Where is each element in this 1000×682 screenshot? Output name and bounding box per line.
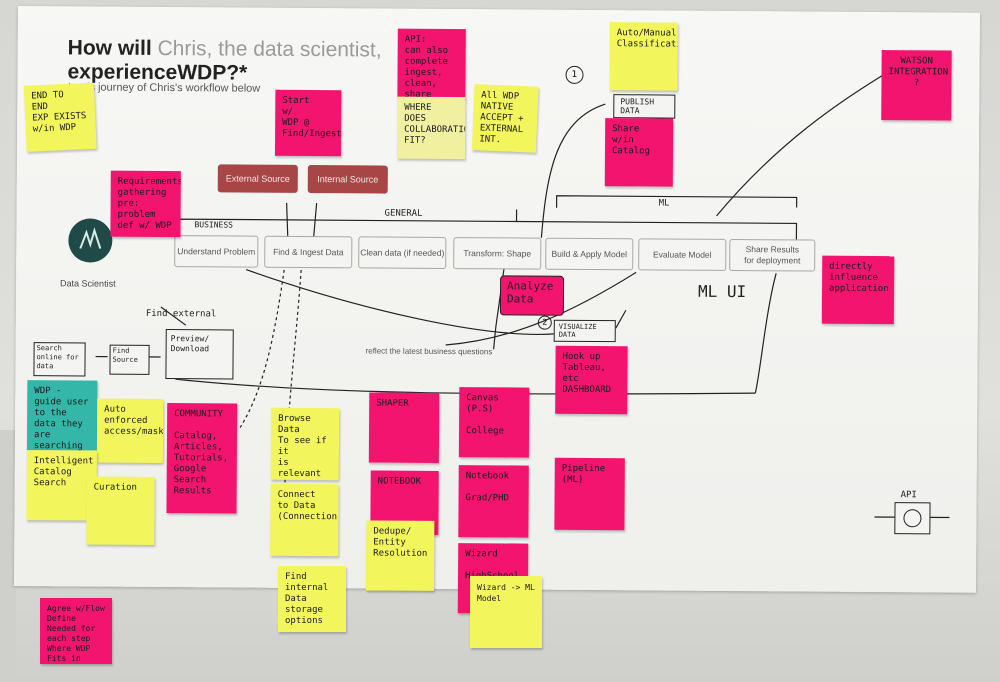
note-requirements: Requirements gathering pre: problem def …	[110, 170, 181, 238]
annotation-api: API	[900, 490, 917, 501]
circle-marker-two: 2	[537, 315, 552, 330]
note-pipeline: Pipeline (ML)	[554, 457, 625, 531]
box-search-online: Search online for data	[33, 342, 86, 377]
note-wizard-ml: Wizard -> ML Model	[470, 576, 542, 648]
poster-title: How will Chris, the data scientist, expe…	[67, 36, 381, 86]
circle-marker-one: 1	[565, 65, 584, 84]
stage-share-results: Share Results for deployment	[729, 238, 816, 272]
external-source-box: External Source	[217, 164, 298, 193]
annotation-general: GENERAL	[384, 208, 423, 219]
note-all-wdp-native: All WDP NATIVE ACCEPT + EXTERNAL INT.	[471, 84, 539, 153]
note-auto-enforced: Auto enforced access/mask	[96, 398, 164, 464]
note-connect-data: Connect to Data (Connection)	[270, 483, 339, 557]
note-curation: Curation	[86, 476, 155, 545]
note-api-ingest: API: can also complete ingest, clean, sh…	[397, 28, 466, 100]
marker-lines	[95, 71, 950, 519]
note-notebook: Notebook Grad/PHD	[458, 465, 529, 538]
stage-transform-shape: Transform: Shape	[453, 237, 542, 270]
stage-understand-problem: Understand Problem	[174, 235, 259, 268]
note-canvas: Canvas (P.S) College	[458, 387, 530, 458]
note-watson: WATSON INTEGRATION ?	[881, 50, 952, 121]
note-shaper: SHAPER	[368, 392, 440, 463]
poster-subtitle: *as-is journey of Chris's workflow below	[67, 81, 261, 95]
persona-label: Data Scientist	[60, 278, 116, 289]
note-where-collab: WHERE DOES COLLABORATION FIT?	[396, 96, 466, 160]
data-scientist-avatar-icon	[68, 218, 113, 263]
annotation-business: BUSINESS	[194, 220, 234, 230]
annotation-ml: ML	[658, 198, 670, 209]
box-preview-download: Preview/ Download	[165, 329, 234, 380]
internal-source-box: Internal Source	[307, 165, 388, 194]
note-agree-flow: Agree w/Flow Define Needed for each step…	[40, 598, 112, 664]
note-auto-manual: Auto/Manual Classifications	[609, 22, 678, 91]
persona-glyph-icon	[79, 227, 102, 249]
journey-poster: How will Chris, the data scientist, expe…	[13, 6, 980, 614]
stage-clean-data: Clean data (if needed)	[358, 236, 447, 269]
note-dedupe: Dedupe/ Entity Resolution	[365, 520, 435, 591]
note-directly: directly influence application	[821, 255, 895, 325]
title-text: How will	[67, 36, 158, 60]
stage-evaluate-model: Evaluate Model	[638, 238, 727, 271]
note-end-to-end: END TO END EXP EXISTS w/in WDP	[23, 82, 97, 152]
api-box	[894, 502, 931, 535]
note-find-internal: Find internal Data storage options	[278, 566, 346, 632]
note-share-catalog: Share w/in Catalog	[604, 118, 674, 187]
note-community: COMMUNITY Catalog, Articles, Tutorials, …	[166, 403, 238, 514]
stage-build-apply-model: Build & Apply Model	[545, 237, 634, 271]
box-analyze-data: Analyze Data	[499, 275, 565, 316]
annotation-reflect: reflect the latest business questions	[365, 346, 493, 357]
annotation-find-external: Find external	[145, 308, 217, 320]
box-publish-data: PUBLISH DATA	[613, 94, 676, 119]
note-wdp-guide: WDP - guide user to the data they are se…	[26, 380, 98, 451]
wall-edge	[0, 430, 16, 682]
note-hook-up: Hook up Tableau, etc DASHBOARD	[555, 345, 628, 415]
box-visualize-data: VISUALIZE DATA	[553, 319, 616, 343]
note-start-wdp: Start w/ WDP @ Find/Ingest	[274, 89, 342, 157]
api-circle-icon	[903, 509, 922, 528]
annotation-ml-ui: ML UI	[697, 281, 747, 302]
stage-find-ingest: Find & Ingest Data	[264, 235, 353, 269]
box-find-source: Find Source	[109, 344, 150, 375]
note-browse-data: Browse Data To see if it is relevant Ask…	[270, 407, 340, 481]
title-highlight: Chris, the data scientist,	[157, 36, 382, 62]
